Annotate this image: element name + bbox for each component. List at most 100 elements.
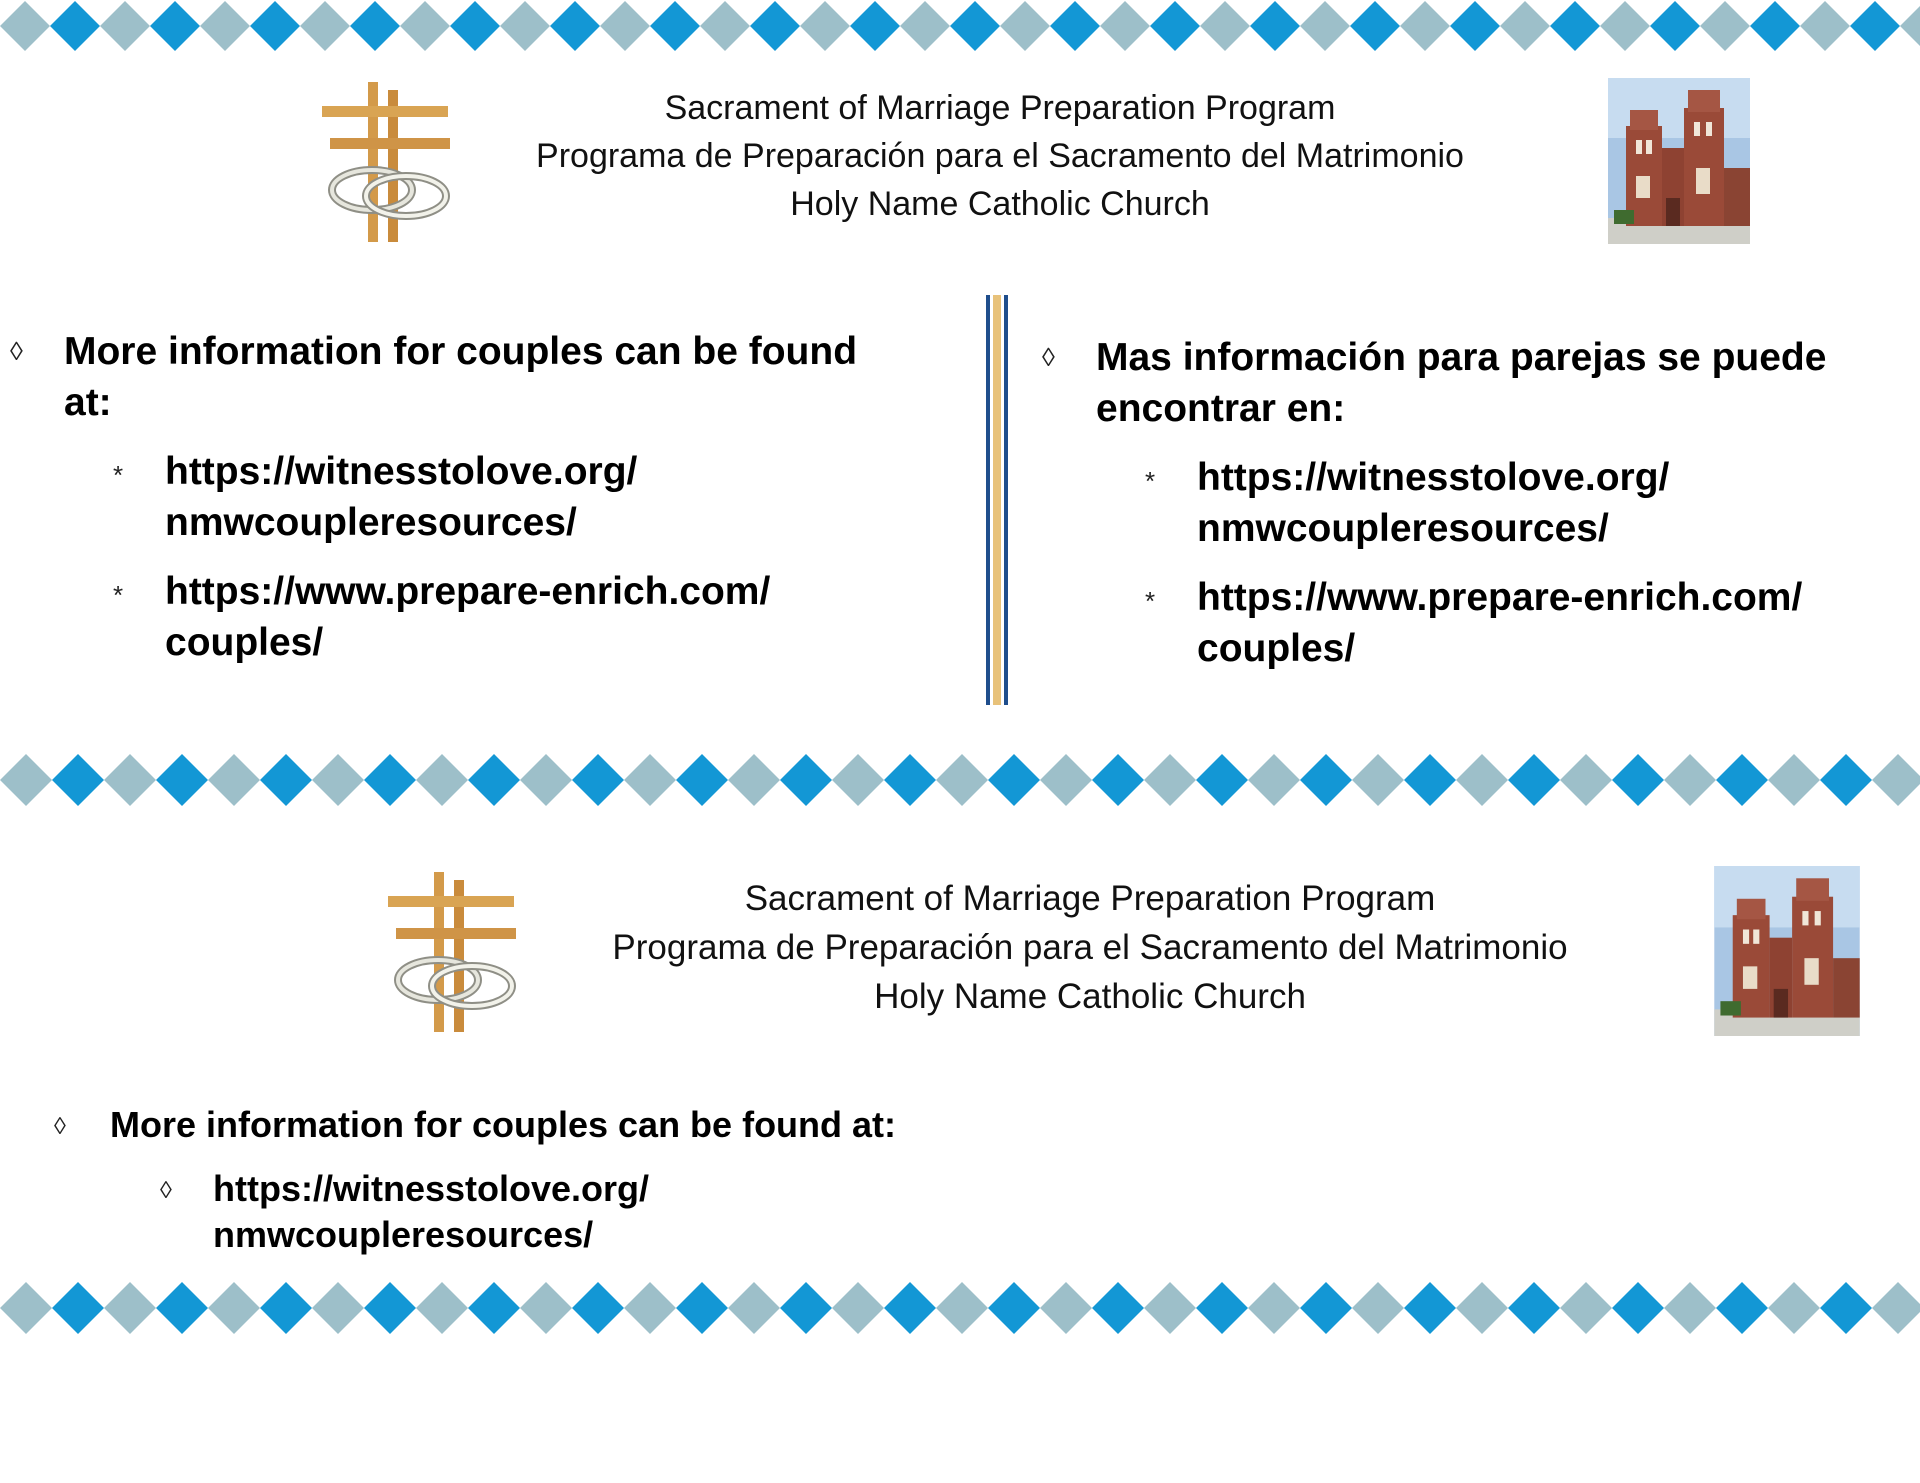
- border-diamond: [572, 754, 624, 806]
- border-diamond: [1144, 754, 1196, 806]
- border-diamond: [260, 754, 312, 806]
- church-photo: [1714, 866, 1860, 1041]
- border-diamond: [52, 1282, 104, 1334]
- border-diamond: [1196, 1282, 1248, 1334]
- border-diamond: [1196, 754, 1248, 806]
- info-block-english-short: ◊ More information for couples can be fo…: [54, 1102, 1154, 1258]
- border-diamond: [1664, 1282, 1716, 1334]
- list-item: * https://witnesstolove.org/ nmwcouplere…: [1042, 452, 1912, 554]
- border-diamond: [1872, 1282, 1920, 1334]
- border-diamond: [1612, 1282, 1664, 1334]
- diamond-bullet-icon: ◊: [54, 1113, 66, 1140]
- border-diamond: [884, 1282, 936, 1334]
- border-diamond: [1600, 1, 1650, 51]
- border-diamond: [1404, 754, 1456, 806]
- border-diamond: [572, 1282, 624, 1334]
- border-diamond: [0, 1, 50, 51]
- border-diamond: [936, 1282, 988, 1334]
- church-photo: [1608, 78, 1750, 249]
- border-diamond: [550, 1, 600, 51]
- border-diamond: [416, 754, 468, 806]
- border-diamond: [1560, 1282, 1612, 1334]
- border-diamond: [1508, 754, 1560, 806]
- border-diamond: [1350, 1, 1400, 51]
- border-diamond: [950, 1, 1000, 51]
- border-diamond: [208, 754, 260, 806]
- asterisk-bullet-icon: *: [113, 460, 124, 490]
- border-diamond: [250, 1, 300, 51]
- border-diamond: [1144, 1282, 1196, 1334]
- link-prepare-enrich[interactable]: https://www.prepare-enrich.com/ couples/: [1197, 576, 1803, 670]
- border-diamond: [200, 1, 250, 51]
- info-lead-text: More information for couples can be foun…: [64, 330, 858, 424]
- border-diamond: [1300, 1282, 1352, 1334]
- border-diamond: [1700, 1, 1750, 51]
- border-diamond: [624, 1282, 676, 1334]
- border-diamond: [450, 1, 500, 51]
- link-witnesstolove[interactable]: https://witnesstolove.org/ nmwcouplereso…: [165, 450, 638, 544]
- border-diamond: [1456, 754, 1508, 806]
- border-diamond: [312, 1282, 364, 1334]
- border-diamond: [780, 754, 832, 806]
- border-diamond: [600, 1, 650, 51]
- border-diamond: [1850, 1, 1900, 51]
- border-diamond: [1450, 1, 1500, 51]
- link-prepare-enrich[interactable]: https://www.prepare-enrich.com/ couples/: [165, 570, 771, 664]
- border-diamond: [520, 754, 572, 806]
- border-diamond: [1400, 1, 1450, 51]
- border-diamond: [1716, 754, 1768, 806]
- list-item: * https://witnesstolove.org/ nmwcouplere…: [10, 446, 900, 548]
- border-diamond: [800, 1, 850, 51]
- border-diamond: [1300, 1, 1350, 51]
- border-diamond: [988, 1282, 1040, 1334]
- info-block-spanish: ◊ Mas información para parejas se puede …: [1042, 332, 1912, 674]
- info-block-english: ◊ More information for couples can be fo…: [10, 326, 900, 668]
- border-diamond: [1150, 1, 1200, 51]
- border-diamond: [1872, 754, 1920, 806]
- info-lead-text: More information for couples can be foun…: [110, 1104, 897, 1145]
- cross-with-rings-icon: [388, 868, 520, 1041]
- diamond-bullet-icon: ◊: [1042, 342, 1055, 372]
- border-diamond: [780, 1282, 832, 1334]
- border-diamond: [1750, 1, 1800, 51]
- border-diamond: [1456, 1282, 1508, 1334]
- border-diamond: [156, 1282, 208, 1334]
- border-diamond: [520, 1282, 572, 1334]
- border-diamond: [1768, 754, 1820, 806]
- border-diamond: [104, 1282, 156, 1334]
- cross-with-rings-icon: [322, 80, 454, 249]
- border-diamond: [832, 754, 884, 806]
- border-diamond: [1200, 1, 1250, 51]
- border-diamond: [1092, 754, 1144, 806]
- asterisk-bullet-icon: *: [1145, 466, 1156, 496]
- border-diamond: [104, 754, 156, 806]
- border-diamond: [832, 1282, 884, 1334]
- link-witnesstolove[interactable]: https://witnesstolove.org/ nmwcouplereso…: [1197, 456, 1670, 550]
- border-diamond: [1040, 754, 1092, 806]
- border-diamond: [624, 754, 676, 806]
- program-header: Sacrament of Marriage Preparation Progra…: [500, 84, 1500, 228]
- border-diamond: [676, 754, 728, 806]
- border-diamond: [400, 1, 450, 51]
- program-title-english: Sacrament of Marriage Preparation Progra…: [664, 89, 1336, 127]
- border-diamond: [300, 1, 350, 51]
- border-diamond: [260, 1282, 312, 1334]
- border-diamond: [988, 754, 1040, 806]
- program-title-english: Sacrament of Marriage Preparation Progra…: [744, 879, 1436, 918]
- border-diamond: [650, 1, 700, 51]
- diamond-border-middle: [0, 752, 1920, 816]
- border-diamond: [1820, 754, 1872, 806]
- border-diamond: [850, 1, 900, 51]
- border-diamond: [1612, 754, 1664, 806]
- diamond-bullet-icon: ◊: [160, 1177, 172, 1204]
- list-item: ◊ More information for couples can be fo…: [10, 326, 900, 428]
- border-diamond: [364, 754, 416, 806]
- border-diamond: [1092, 1282, 1144, 1334]
- link-witnesstolove[interactable]: https://witnesstolove.org/ nmwcouplereso…: [213, 1168, 650, 1255]
- diamond-border-bottom: [0, 1280, 1920, 1344]
- border-diamond: [1100, 1, 1150, 51]
- border-diamond: [1768, 1282, 1820, 1334]
- border-diamond: [1040, 1282, 1092, 1334]
- border-diamond: [208, 1282, 260, 1334]
- border-diamond: [468, 1282, 520, 1334]
